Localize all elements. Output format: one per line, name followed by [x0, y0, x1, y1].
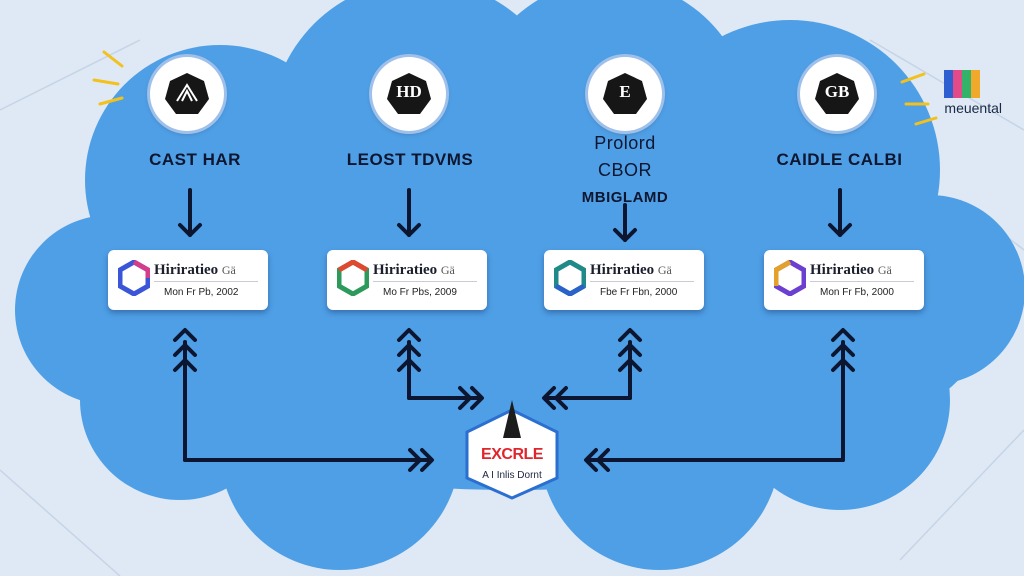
up-arrow-head — [831, 328, 855, 342]
up-arrow-head — [397, 358, 421, 372]
up-arrow-head — [173, 358, 197, 372]
grid-logo-icon — [944, 70, 981, 98]
badge-prolord: E — [588, 57, 662, 131]
center-subtitle: A I Inlis Dornt — [482, 470, 542, 481]
badge-cast-har — [150, 57, 224, 131]
badge-leost-tdvms: HD — [372, 57, 446, 131]
up-arrow-head — [173, 328, 197, 342]
up-arrow-head — [618, 343, 642, 357]
right-arrow-head — [470, 386, 484, 410]
left-arrow-head — [596, 448, 610, 472]
gb-emblem-icon — [815, 73, 859, 114]
info-card[interactable]: Hiriratieo Gä Fbe Fr Fbn, 2000 — [544, 250, 704, 310]
info-card[interactable]: Hiriratieo Gä Mon Fr Pb, 2002 — [108, 250, 268, 310]
center-title: EXCRLE — [481, 446, 543, 463]
up-arrow-head — [173, 343, 197, 357]
hexagon-logo-icon — [554, 260, 586, 296]
left-arrow-head — [554, 386, 568, 410]
info-card[interactable]: Hiriratieo Gä Mon Fr Fb, 2000 — [764, 250, 924, 310]
up-arrow-head — [397, 343, 421, 357]
right-arrow-head — [408, 448, 422, 472]
center-hub[interactable]: EXCRLE A I Inlis Dornt — [463, 400, 561, 500]
column-title: CAIDLE CALBI — [776, 150, 903, 169]
leaf-emblem-icon — [165, 73, 209, 114]
brand-label: meuental — [944, 70, 1002, 116]
hexagon-logo-icon — [774, 260, 806, 296]
down-arrow-head — [613, 228, 637, 242]
column-title: Prolord CBOR MBIGLAMD — [581, 133, 669, 206]
spire-icon — [503, 400, 521, 438]
hexagon-logo-icon — [337, 260, 369, 296]
up-arrow-head — [397, 328, 421, 342]
hexagon-frame — [465, 400, 559, 500]
down-arrow-head — [828, 223, 852, 237]
down-arrow-head — [397, 223, 421, 237]
left-arrow-head — [542, 386, 556, 410]
up-arrow-head — [831, 343, 855, 357]
up-arrow-head — [831, 358, 855, 372]
hexagon-logo-icon — [118, 260, 150, 296]
hd-emblem-icon — [387, 73, 431, 114]
right-arrow-head — [458, 386, 472, 410]
column-title: LEOST TDVMS — [346, 150, 474, 169]
badge-caidle-calbi: GB — [800, 57, 874, 131]
right-arrow-head — [420, 448, 434, 472]
up-arrow-head — [618, 358, 642, 372]
column-title: CAST HAR — [149, 150, 241, 169]
info-card[interactable]: Hiriratieo Gä Mo Fr Pbs, 2009 — [327, 250, 487, 310]
down-arrow-head — [178, 223, 202, 237]
up-arrow-head — [618, 328, 642, 342]
e-emblem-icon — [603, 73, 647, 114]
left-arrow-head — [584, 448, 598, 472]
